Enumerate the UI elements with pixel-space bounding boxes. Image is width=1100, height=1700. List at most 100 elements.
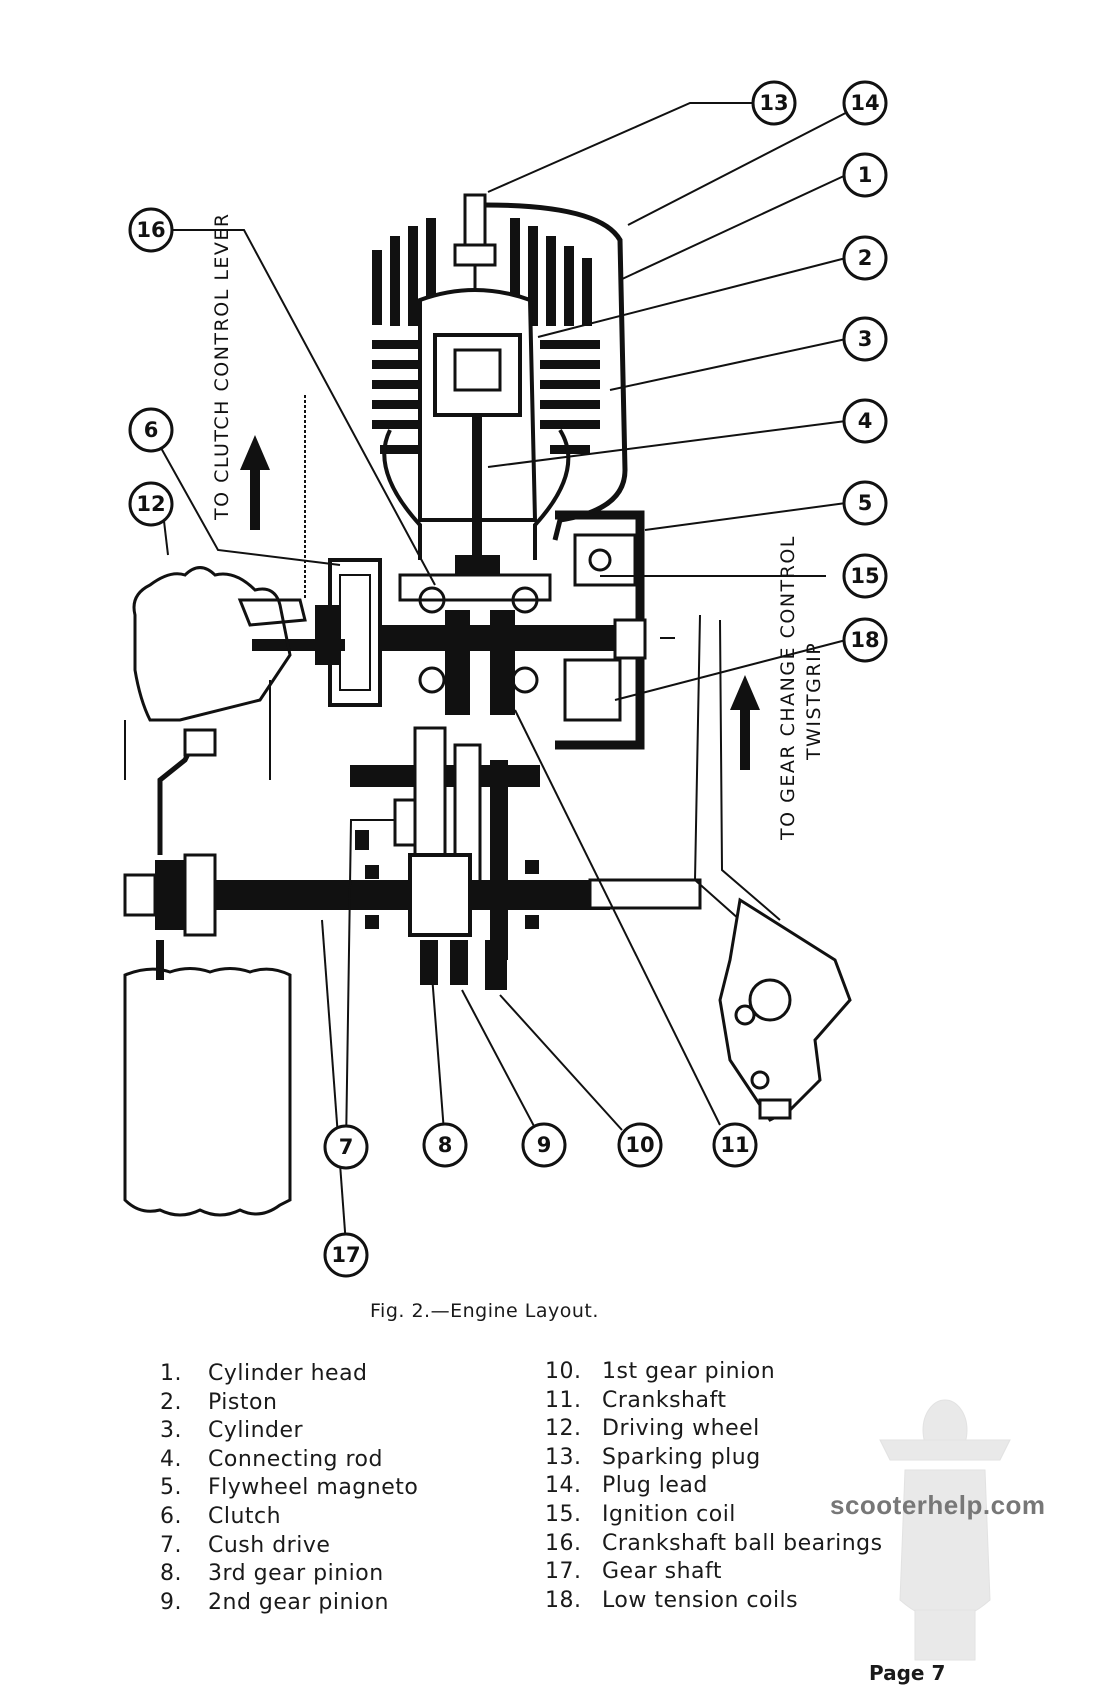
callout-7: 7	[323, 1124, 369, 1170]
callout-9: 9	[521, 1122, 567, 1168]
legend-item: 16. Crankshaft ball bearings	[545, 1530, 883, 1559]
figure-caption: Fig. 2.—Engine Layout.	[370, 1300, 599, 1322]
watermark-text: scooterhelp.com	[830, 1490, 1046, 1520]
legend-item: 12. Driving wheel	[545, 1415, 883, 1444]
callout-12: 12	[128, 481, 174, 527]
svg-text:6: 6	[144, 418, 159, 442]
legend-left-column: 1. Cylinder head 2. Piston 3. Cylinder 4. Conne…	[160, 1360, 418, 1617]
legend-number: 8.	[160, 1561, 182, 1587]
callout-17: 17	[323, 1232, 369, 1278]
svg-text:8: 8	[438, 1133, 453, 1157]
svg-text:14: 14	[850, 91, 879, 115]
legend-item: 8. 3rd gear pinion	[160, 1560, 418, 1589]
legend-label: Crankshaft	[602, 1387, 727, 1413]
callout-5: 5	[842, 480, 888, 526]
legend-number: 11.	[545, 1387, 582, 1413]
legend-item: 10. 1st gear pinion	[545, 1358, 883, 1387]
legend-item: 4. Connecting rod	[160, 1446, 418, 1475]
legend-label: 1st gear pinion	[602, 1359, 776, 1384]
legend-label: Cylinder	[208, 1418, 304, 1444]
svg-text:11: 11	[720, 1133, 749, 1157]
legend-item: 14. Plug lead	[545, 1472, 883, 1501]
legend-label: 3rd gear pinion	[208, 1561, 384, 1587]
svg-text:5: 5	[858, 491, 873, 515]
callout-6: 6	[128, 407, 174, 453]
svg-text:16: 16	[136, 218, 165, 242]
callout-14: 14	[842, 80, 888, 126]
legend-label: Ignition coil	[602, 1501, 736, 1527]
legend-number: 5.	[160, 1475, 182, 1501]
svg-text:12: 12	[136, 492, 165, 516]
legend-item: 13.Sparking plug	[545, 1444, 883, 1473]
legend-number: 2.	[160, 1389, 182, 1415]
callout-11: 11	[712, 1122, 758, 1168]
legend-number: 7.	[160, 1532, 182, 1558]
legend-number: 17.	[545, 1559, 582, 1585]
legend-label: Gear shaft	[602, 1559, 722, 1585]
legend-number: 1.	[160, 1361, 182, 1386]
callout-13: 13	[751, 80, 797, 126]
callout-16: 16	[128, 207, 174, 253]
legend-label: Plug lead	[602, 1473, 708, 1499]
legend-number: 12.	[545, 1416, 582, 1442]
legend-number: 6.	[160, 1503, 182, 1529]
svg-text:7: 7	[339, 1135, 354, 1159]
legend-item: 6. Clutch	[160, 1503, 418, 1532]
svg-text:18: 18	[850, 628, 879, 652]
legend-number: 18.	[545, 1587, 582, 1613]
legend-item: 5. Flywheel magneto	[160, 1474, 418, 1503]
legend-item: 1. Cylinder head	[160, 1360, 418, 1389]
legend-label: Driving wheel	[602, 1416, 760, 1442]
legend-number: 4.	[160, 1446, 182, 1472]
callout-4: 4	[842, 398, 888, 444]
svg-text:1: 1	[858, 163, 873, 187]
scooter-watermark-graphic	[879, 1399, 1011, 1661]
legend-number: 14.	[545, 1473, 582, 1499]
legend-label: Low tension coils	[602, 1587, 799, 1613]
leader-lines	[150, 102, 866, 1246]
legend-item: 11. Crankshaft	[545, 1387, 883, 1416]
legend-item: 17. Gear shaft	[545, 1558, 883, 1587]
legend-item: 15. Ignition coil	[545, 1501, 883, 1530]
clutch-control-label: TO CLUTCH CONTROL LEVER	[211, 212, 233, 521]
callout-15: 15	[842, 553, 888, 599]
legend-number: 15.	[545, 1501, 582, 1527]
legend-number: 16.	[545, 1530, 582, 1556]
legend-number: 10.	[545, 1359, 582, 1384]
svg-text:15: 15	[850, 564, 879, 588]
svg-text:9: 9	[537, 1133, 552, 1157]
legend-label: Piston	[208, 1389, 278, 1415]
engine-drawing	[123, 193, 852, 1217]
callout-8: 8	[422, 1122, 468, 1168]
legend-label: Cush drive	[208, 1532, 331, 1558]
svg-text:2: 2	[858, 246, 873, 270]
gear-change-label-line1: TO GEAR CHANGE CONTROL	[777, 535, 799, 841]
svg-text:3: 3	[858, 327, 873, 351]
legend-item: 3. Cylinder	[160, 1417, 418, 1446]
svg-text:13: 13	[759, 91, 788, 115]
legend-label: Clutch	[208, 1503, 282, 1529]
legend-number: 3.	[160, 1418, 182, 1444]
callout-3: 3	[842, 316, 888, 362]
legend-item: 18. Low tension coils	[545, 1587, 883, 1616]
legend-label: Connecting rod	[208, 1446, 383, 1472]
gear-change-label-line2: TWISTGRIP	[803, 642, 825, 761]
legend-item: 2. Piston	[160, 1389, 418, 1418]
legend-label: Cylinder head	[208, 1361, 368, 1386]
legend-label: 2nd gear pinion	[208, 1589, 389, 1615]
legend-label: Crankshaft ball bearings	[602, 1530, 883, 1556]
svg-text:10: 10	[625, 1133, 654, 1157]
callout-1: 1	[842, 152, 888, 198]
legend-label: Flywheel magneto	[208, 1475, 419, 1501]
legend-number: 9.	[160, 1589, 182, 1615]
svg-text:4: 4	[858, 409, 873, 433]
page-number: Page 7	[869, 1661, 946, 1685]
callout-18: 18	[842, 617, 888, 663]
svg-text:17: 17	[331, 1243, 360, 1267]
callout-2: 2	[842, 235, 888, 281]
legend-item: 7. Cush drive	[160, 1532, 418, 1561]
callout-10: 10	[617, 1122, 663, 1168]
legend-number: 13.	[545, 1444, 582, 1470]
legend-item: 9. 2nd gear pinion	[160, 1589, 418, 1618]
